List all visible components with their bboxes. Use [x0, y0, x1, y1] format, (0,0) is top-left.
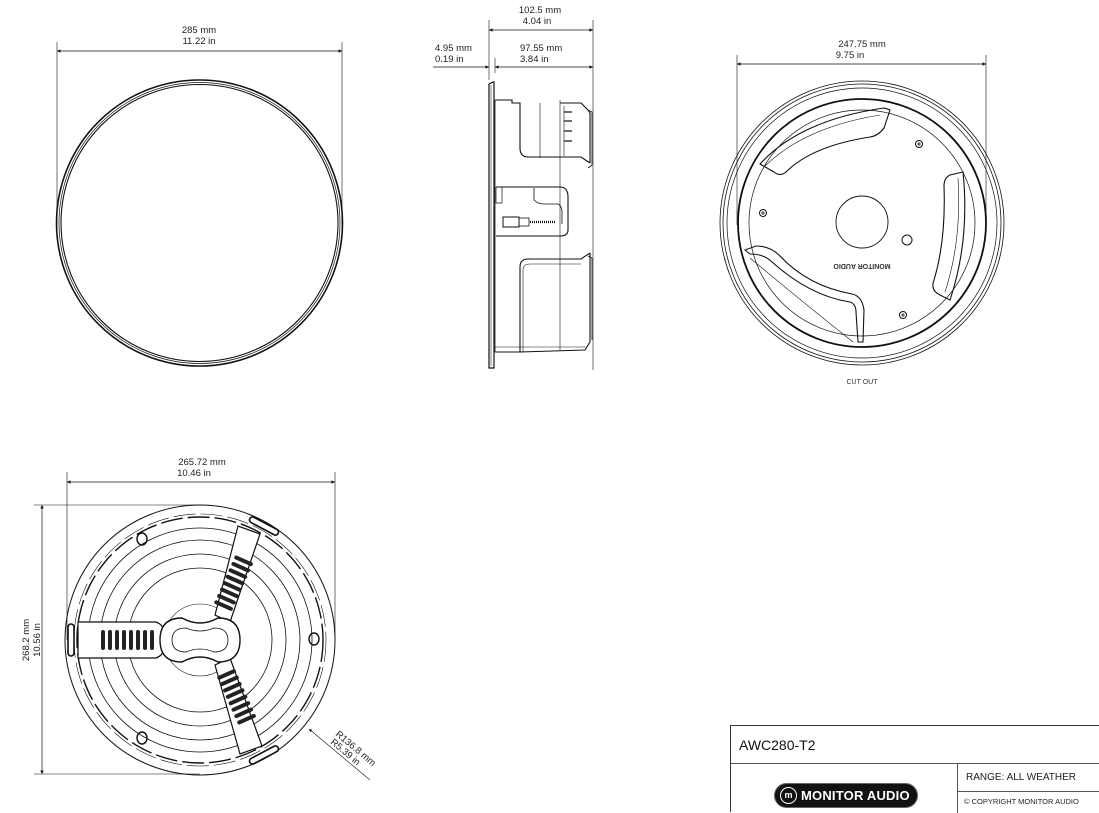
back-view — [719, 55, 1005, 366]
range-cell: RANGE: ALL WEATHER — [958, 764, 1099, 792]
embossed-logo-text: MONITOR AUDIO — [833, 262, 891, 269]
side-view — [433, 20, 594, 370]
back-dimension-in: 9.75 in — [836, 50, 865, 61]
monitor-audio-logo: m MONITOR AUDIO — [774, 783, 918, 808]
range-label: RANGE: ALL WEATHER — [966, 772, 1077, 783]
title-block: AWC280-T2 m MONITOR AUDIO RANGE: ALL WEA… — [730, 725, 1099, 813]
side-body-depth-mm: 97.55 mm — [520, 43, 562, 54]
front-dimension-mm: 285 mm — [182, 25, 216, 36]
side-flange-mm: 4.95 mm — [435, 43, 472, 54]
cut-out-label: CUT OUT — [847, 379, 879, 386]
front-dimension-in: 11.22 in — [182, 36, 215, 47]
front-view — [55, 42, 344, 367]
back-dimension-mm: 247.75 mm — [838, 39, 886, 50]
bottom-width-in: 10.46 in — [177, 468, 211, 479]
logo-mark-icon: m — [780, 787, 797, 804]
model-name: AWC280-T2 — [739, 737, 816, 753]
logo-cell: m MONITOR AUDIO — [731, 764, 958, 813]
bottom-height-in: 10.56 in — [32, 623, 43, 657]
side-total-depth-in: 4.04 in — [523, 16, 552, 27]
bottom-view — [34, 472, 371, 781]
copyright-label: © COPYRIGHT MONITOR AUDIO — [964, 797, 1079, 806]
copyright-cell: © COPYRIGHT MONITOR AUDIO — [958, 792, 1099, 813]
bottom-width-mm: 265.72 mm — [178, 457, 226, 468]
logo-text: MONITOR AUDIO — [801, 788, 910, 803]
title-block-model-row: AWC280-T2 — [731, 726, 1099, 764]
side-total-depth-mm: 102.5 mm — [519, 5, 561, 16]
bottom-height-mm: 268.2 mm — [21, 619, 32, 661]
side-flange-in: 0.19 in — [435, 54, 464, 65]
side-body-depth-in: 3.84 in — [520, 54, 549, 65]
